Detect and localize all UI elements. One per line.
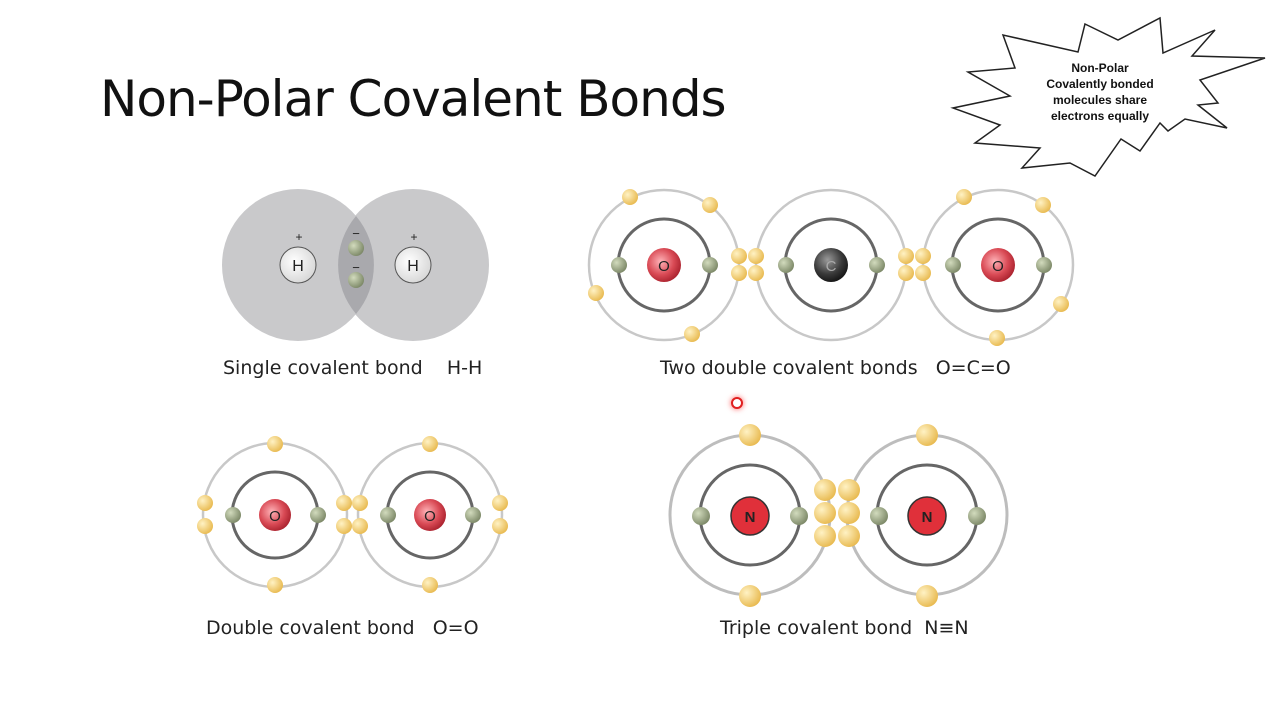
- svg-text:H: H: [407, 258, 419, 275]
- starburst-callout: [950, 16, 1266, 177]
- h2-diagram: H H + + − −: [222, 189, 489, 341]
- svg-text:+: +: [295, 230, 302, 244]
- co2-particles: O C O: [588, 189, 1069, 346]
- callout-line: Covalently bonded: [1046, 77, 1154, 91]
- caption-n2: Triple covalent bond N≡N: [720, 617, 969, 639]
- svg-text:−: −: [352, 226, 360, 241]
- caption-h2: Single covalent bond H-H: [223, 357, 483, 379]
- caption-o2: Double covalent bond O=O: [206, 617, 479, 639]
- svg-text:−: −: [352, 260, 360, 275]
- caption-co2: Two double covalent bonds O=C=O: [660, 357, 1011, 379]
- svg-text:N: N: [922, 509, 933, 526]
- callout-line: Non-Polar: [1071, 61, 1129, 75]
- svg-text:H: H: [292, 258, 304, 275]
- callout-line: molecules share: [1052, 93, 1148, 107]
- svg-text:N: N: [745, 509, 756, 526]
- svg-text:O: O: [424, 508, 436, 525]
- callout-line: electrons equally: [1050, 109, 1150, 123]
- slide-title: Non-Polar Covalent Bonds: [100, 70, 727, 128]
- n2-particles: N N: [692, 424, 986, 607]
- o2-diagram: [201, 441, 504, 589]
- callout-text: Non-Polar Covalently bonded molecules sh…: [1025, 60, 1175, 124]
- svg-text:O: O: [269, 508, 281, 525]
- o2-particles: O O: [197, 436, 508, 593]
- svg-text:+: +: [410, 230, 417, 244]
- svg-text:O: O: [992, 258, 1004, 275]
- svg-text:C: C: [826, 258, 837, 275]
- svg-text:O: O: [658, 258, 670, 275]
- laser-pointer-icon: [731, 397, 743, 409]
